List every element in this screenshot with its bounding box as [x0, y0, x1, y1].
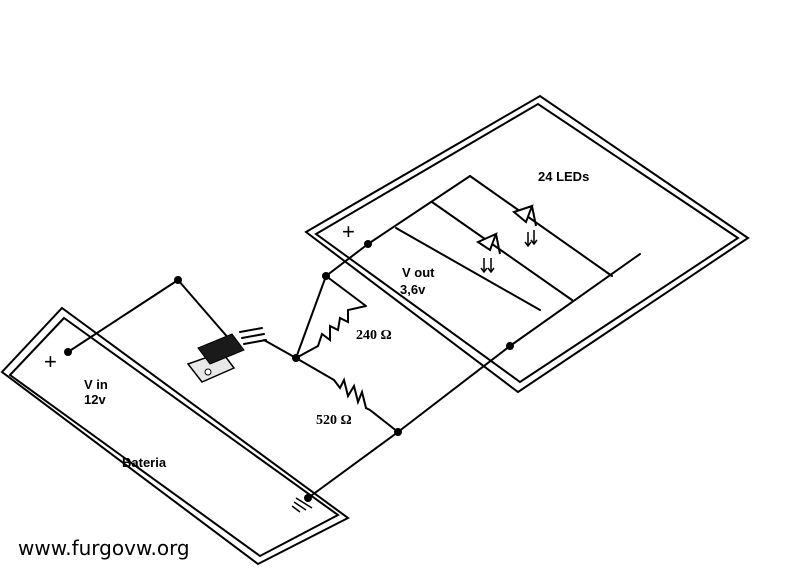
- vout-label: V out: [402, 265, 435, 280]
- junction-dots: [64, 240, 514, 502]
- leds-count-label: 24 LEDs: [538, 169, 590, 184]
- resistor-240-label: 240 Ω: [356, 328, 392, 343]
- resistor-520: [333, 377, 371, 411]
- battery-name-label: Bateria: [122, 455, 167, 470]
- resistor-240: [317, 305, 367, 347]
- led-symbol-1: [511, 204, 538, 248]
- plus-sign-battery: +: [44, 349, 57, 374]
- voltage-regulator: [186, 333, 245, 383]
- vin-voltage-label: 12v: [84, 392, 106, 407]
- resistor-520-label: 520 Ω: [316, 413, 352, 428]
- ground-symbol: [291, 497, 313, 513]
- vout-voltage-label: 3,6v: [400, 282, 426, 297]
- led-symbol-2: [475, 232, 501, 274]
- website-watermark: www.furgovw.org: [18, 536, 190, 560]
- wires: [67, 175, 641, 499]
- battery-outline: [0, 306, 350, 566]
- plus-sign-panel: +: [342, 219, 355, 244]
- led-panel-outline: [304, 94, 750, 394]
- vin-label: V in: [84, 377, 108, 392]
